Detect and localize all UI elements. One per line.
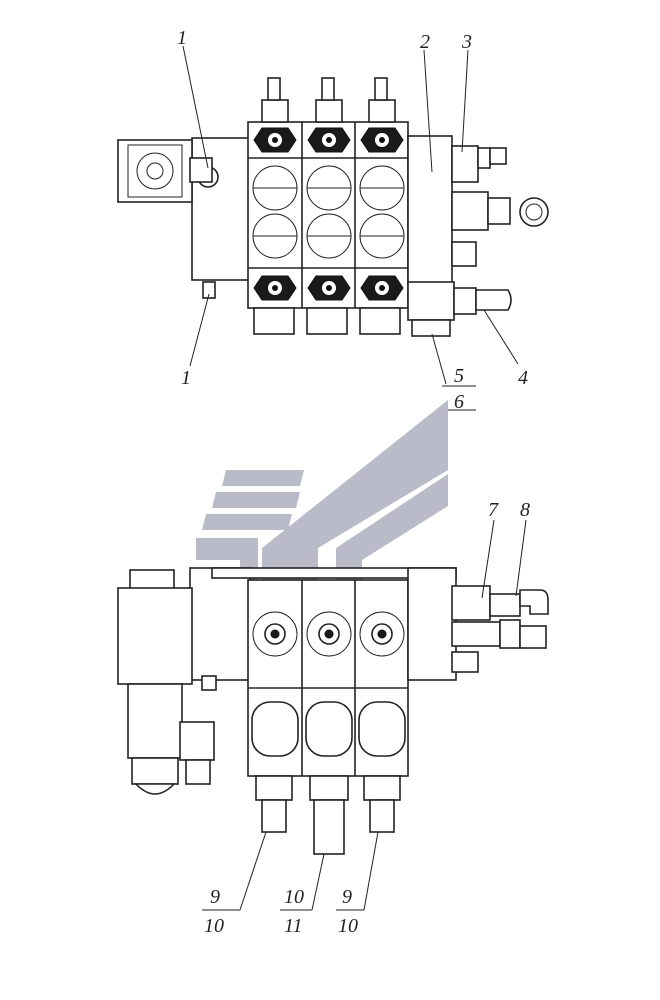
top-fitting-3 xyxy=(451,145,479,183)
top-fitting-mid-neck xyxy=(487,197,511,225)
bottom-stem-2-nut xyxy=(309,775,349,801)
callout-10-right: 10 xyxy=(338,915,358,937)
bottom-solenoid-body xyxy=(127,683,183,759)
callout-1-top: 1 xyxy=(177,27,187,49)
bottom-stem-3-nut xyxy=(363,775,401,801)
top-fitting-low xyxy=(451,241,477,267)
top-solenoid-box xyxy=(117,139,193,203)
callout-2: 2 xyxy=(420,31,430,53)
bottom-stem-3 xyxy=(369,799,395,833)
bottom-fitting-7-neck xyxy=(489,593,521,617)
stem-2 xyxy=(315,99,343,123)
stem-pin-2 xyxy=(321,77,335,101)
top-view: 1 1 2 3 4 5 6 xyxy=(117,27,549,413)
top-fitting-1-nut xyxy=(189,157,213,183)
top-right-body xyxy=(407,135,453,285)
bottom-ovals xyxy=(251,701,406,757)
bottom-stem-2 xyxy=(313,799,345,855)
stem-pin-3 xyxy=(374,77,388,101)
bottom-view: 7 8 9 10 10 11 9 10 xyxy=(117,499,549,937)
callout-4: 4 xyxy=(518,367,528,389)
lower-ports xyxy=(253,275,404,301)
callout-8: 8 xyxy=(520,499,530,521)
top-solenoid-ring xyxy=(136,152,174,190)
bottom-fitting-mid xyxy=(451,621,501,647)
bottom-connector-plug xyxy=(185,759,211,785)
bottom-section-stack xyxy=(247,579,409,777)
top-drain-nozzle xyxy=(475,289,512,311)
bottom-solenoid-base xyxy=(131,757,179,785)
top-port-5 xyxy=(411,319,451,337)
bottom-stem-1-nut xyxy=(255,775,293,801)
callout-3: 3 xyxy=(461,31,472,53)
watermark-logo xyxy=(196,400,448,604)
callout-7: 7 xyxy=(488,499,499,521)
cap-1 xyxy=(253,307,295,335)
top-drain-body xyxy=(407,281,455,321)
bottom-solenoid-tip xyxy=(134,783,176,795)
bottom-bolt xyxy=(201,675,217,691)
bottom-elbow-8 xyxy=(519,589,549,615)
top-fitting-3-end xyxy=(489,147,507,165)
cap-3 xyxy=(359,307,401,335)
callout-5: 5 xyxy=(454,365,464,387)
stem-3 xyxy=(368,99,396,123)
callout-10-mid: 10 xyxy=(284,886,304,908)
top-sections xyxy=(247,77,409,335)
bottom-fitting-low xyxy=(451,651,479,673)
bottom-stem-1 xyxy=(261,799,287,833)
bottom-solenoid-box xyxy=(117,587,193,685)
bottom-leaders xyxy=(202,519,527,911)
top-solenoid-inner xyxy=(127,144,183,198)
callout-9-right: 9 xyxy=(342,886,352,908)
bottom-connector xyxy=(179,721,215,761)
stem-pin-1 xyxy=(267,77,281,101)
top-bolt-1 xyxy=(202,281,216,299)
callout-9-left: 9 xyxy=(210,886,220,908)
section-circles xyxy=(252,165,405,259)
bottom-left-body xyxy=(189,567,251,681)
callout-1-bottom: 1 xyxy=(181,367,191,389)
bottom-fitting-7 xyxy=(451,585,491,621)
upper-ports xyxy=(253,127,404,153)
top-leaders xyxy=(182,45,519,411)
callout-10-left: 10 xyxy=(204,915,224,937)
top-fitting-3-cap xyxy=(477,147,491,169)
bottom-fitting-mid-end xyxy=(519,625,547,649)
bottom-ports xyxy=(252,611,405,657)
bottom-solenoid-cap xyxy=(129,569,175,591)
top-fitting-mid-ring xyxy=(519,197,549,227)
stem-1 xyxy=(261,99,289,123)
top-solenoid-core xyxy=(146,162,164,180)
top-drain-nut xyxy=(453,287,477,315)
bottom-right-body xyxy=(407,567,457,681)
cap-2 xyxy=(306,307,348,335)
top-fitting-mid xyxy=(451,191,489,231)
callout-6: 6 xyxy=(454,391,464,413)
callout-11: 11 xyxy=(284,915,303,937)
bottom-fitting-mid-nut xyxy=(499,619,521,649)
